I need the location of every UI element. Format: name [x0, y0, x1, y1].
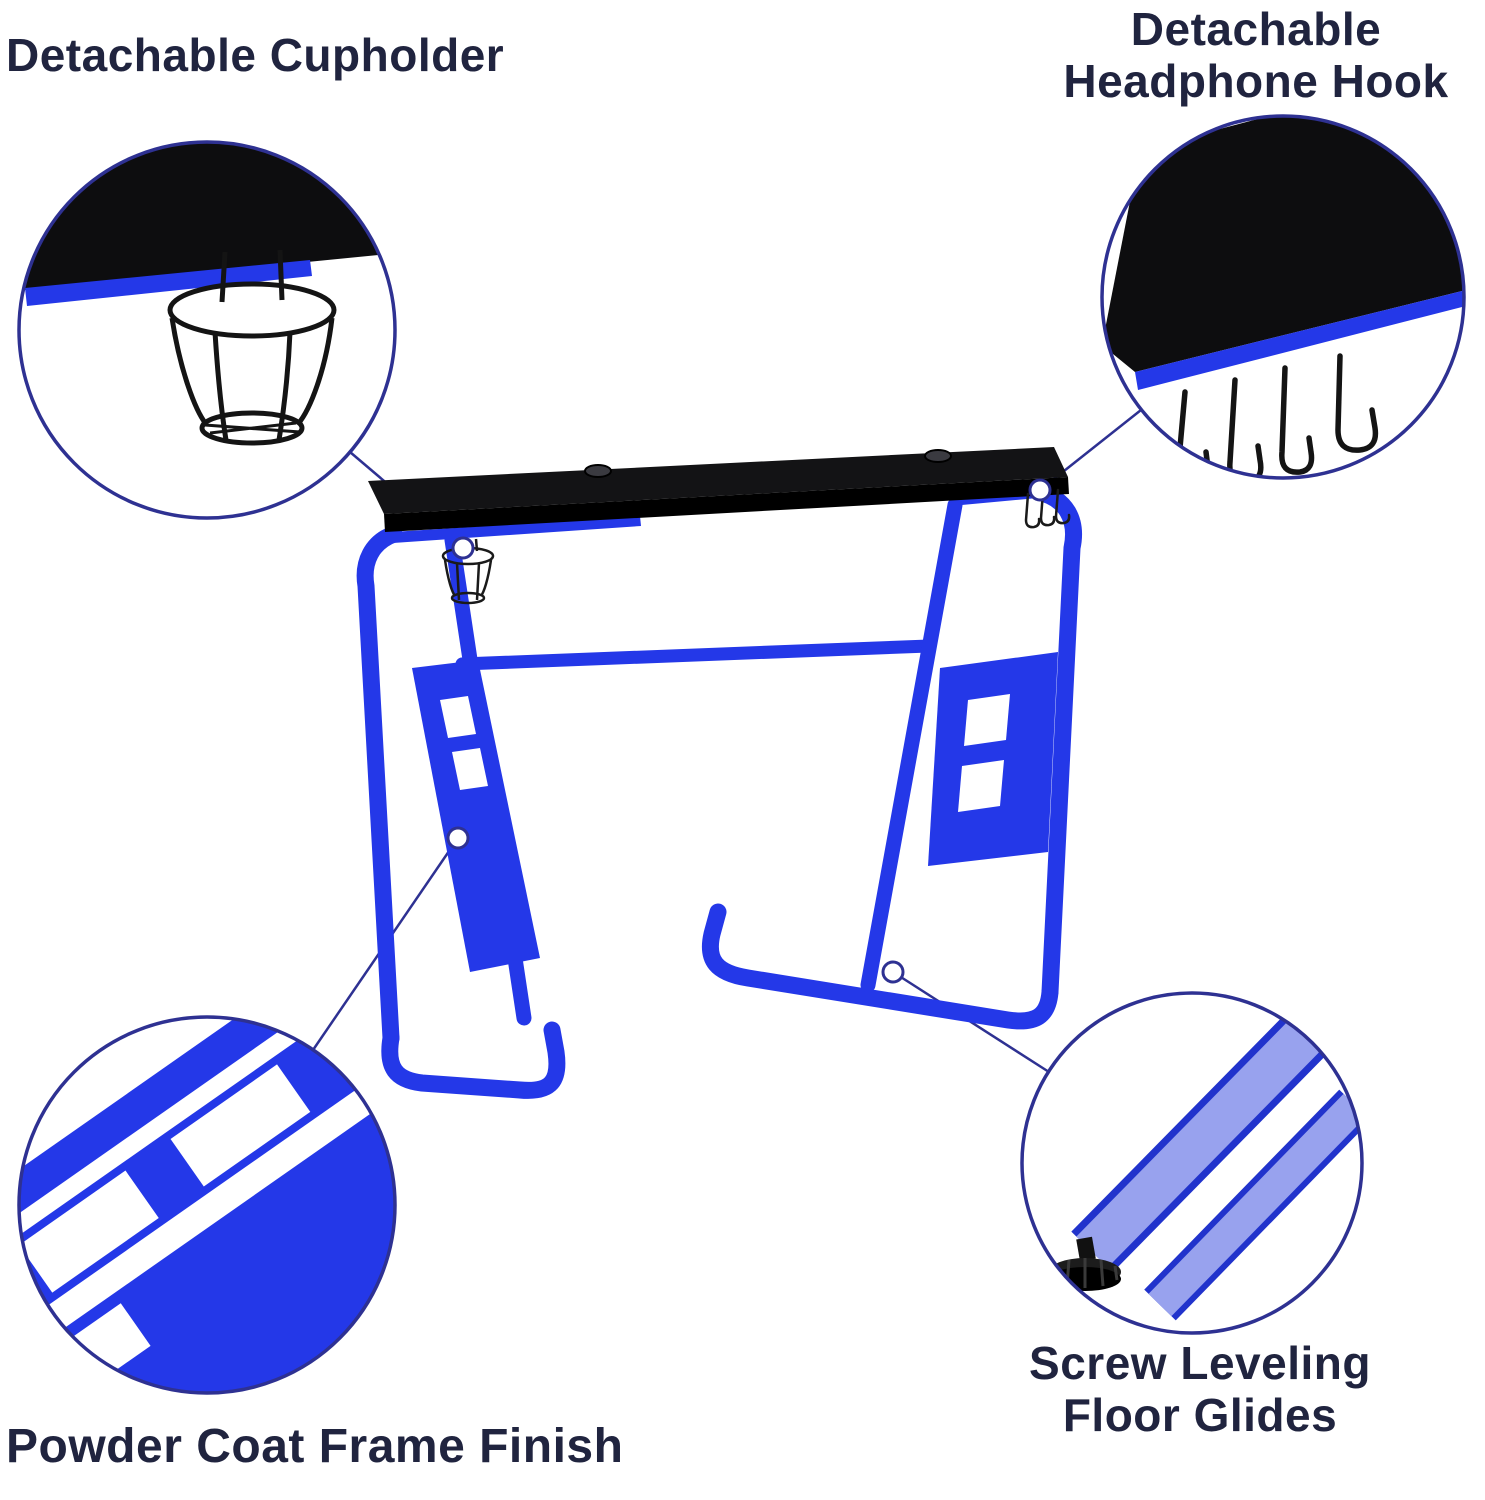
- zoom-cupholder-wire: [167, 249, 337, 446]
- callout-dots: [446, 478, 1052, 984]
- cupholder-dot: [451, 536, 475, 560]
- desk-crossbar: [455, 639, 936, 671]
- desk-left-leg: [356, 525, 566, 1099]
- floor-glides-callout-circle: [1020, 991, 1364, 1335]
- frame-finish-callout-circle: [17, 1015, 397, 1395]
- cable-grommet-right: [924, 449, 952, 463]
- right-leg-panel: [928, 652, 1058, 866]
- floor-glides-label-line2: Floor Glides: [1062, 1388, 1338, 1441]
- frame-dot: [446, 826, 470, 850]
- desk-tabletop: [368, 447, 1069, 543]
- zoom-frame-stripes: [19, 1017, 395, 1393]
- frame-finish-label: Powder Coat Frame Finish: [6, 1420, 624, 1473]
- desk-headphone-hooks: [1024, 488, 1071, 529]
- zoom-blue-trim: [25, 260, 312, 306]
- cupholder-label: Detachable Cupholder: [6, 29, 505, 81]
- headphone-hook-label-line2: Headphone Hook: [1063, 54, 1449, 107]
- floor-glides-label-line1: Screw Leveling: [1029, 1337, 1371, 1389]
- cupholder-callout-circle: [17, 140, 397, 520]
- zoom-desk-edge: [1102, 116, 1464, 372]
- zoom-blue-trim: [1135, 290, 1464, 390]
- left-leg-panel: [412, 660, 540, 972]
- headphone-callout-circle: [1100, 114, 1466, 480]
- zoom-desk-edge: [19, 142, 395, 290]
- glides-dot: [881, 960, 905, 984]
- desk-right-leg: [701, 483, 1082, 1030]
- headphone-hook-label: Detachable Headphone Hook: [1030, 3, 1482, 107]
- desk-underglow-left: [392, 516, 641, 543]
- zoom-frame-tubes: [1071, 999, 1362, 1321]
- floor-glides-label: Screw Leveling Floor Glides: [950, 1337, 1450, 1441]
- cable-grommet-left: [584, 464, 612, 478]
- headphone-hook-label-line1: Detachable: [1130, 3, 1382, 55]
- headphone-dot: [1028, 478, 1052, 502]
